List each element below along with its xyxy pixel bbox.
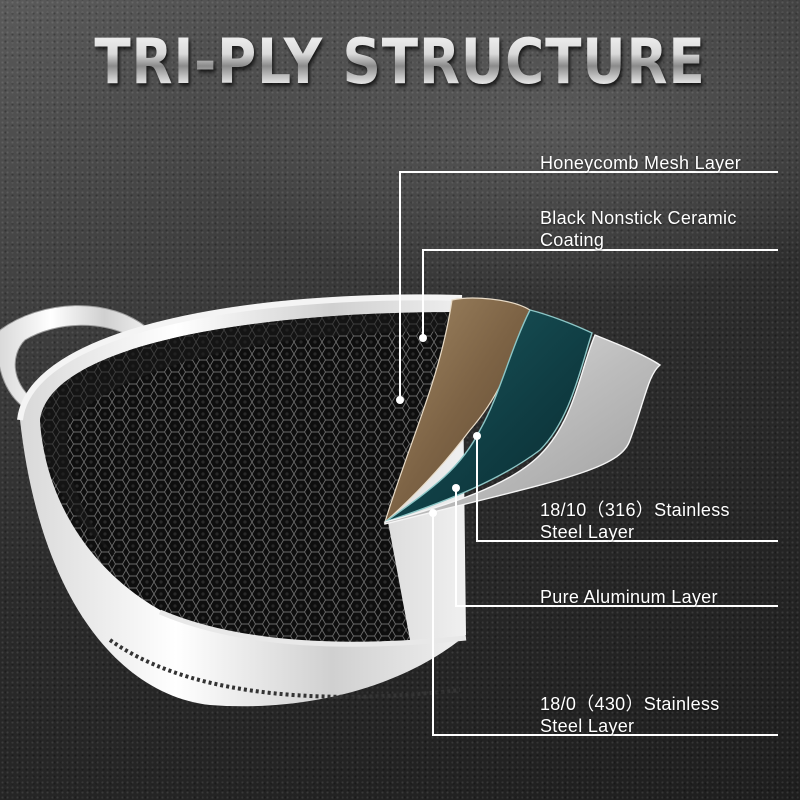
callout-ceramic-line2: Coating — [540, 230, 605, 250]
callout-steel-430: 18/0（430）Stainless Steel Layer — [540, 693, 720, 737]
teal-layer — [384, 309, 593, 523]
ceramic-dot-icon — [419, 334, 427, 342]
callout-ceramic-line1: Black Nonstick Ceramic — [540, 208, 737, 228]
steel-outer-layer — [384, 334, 662, 525]
callout-steel-316-line1: 18/10（316）Stainless — [540, 500, 730, 520]
callout-aluminum: Pure Aluminum Layer — [540, 586, 718, 608]
honeycomb-cooking-surface — [40, 312, 455, 644]
callout-honeycomb-line1: Honeycomb Mesh Layer — [540, 153, 742, 173]
callout-steel-316-line2: Steel Layer — [540, 522, 635, 542]
callout-dots — [396, 334, 481, 517]
steel-430-dot-icon — [429, 509, 437, 517]
callout-lines — [399, 171, 778, 736]
callout-steel-316: 18/10（316）Stainless Steel Layer — [540, 499, 730, 543]
pan-handle — [0, 305, 151, 413]
aluminum-dot-icon — [452, 484, 460, 492]
callout-ceramic: Black Nonstick Ceramic Coating — [540, 207, 737, 251]
callout-honeycomb: Honeycomb Mesh Layer — [540, 152, 741, 174]
callout-steel-430-line2: Steel Layer — [540, 716, 635, 736]
callout-steel-430-line1: 18/0（430）Stainless — [540, 694, 720, 714]
steel-316-dot-icon — [473, 432, 481, 440]
callout-aluminum-line1: Pure Aluminum Layer — [540, 587, 718, 607]
page-title: TRI-PLY STRUCTURE — [56, 22, 744, 102]
honeycomb-dot-icon — [396, 396, 404, 404]
